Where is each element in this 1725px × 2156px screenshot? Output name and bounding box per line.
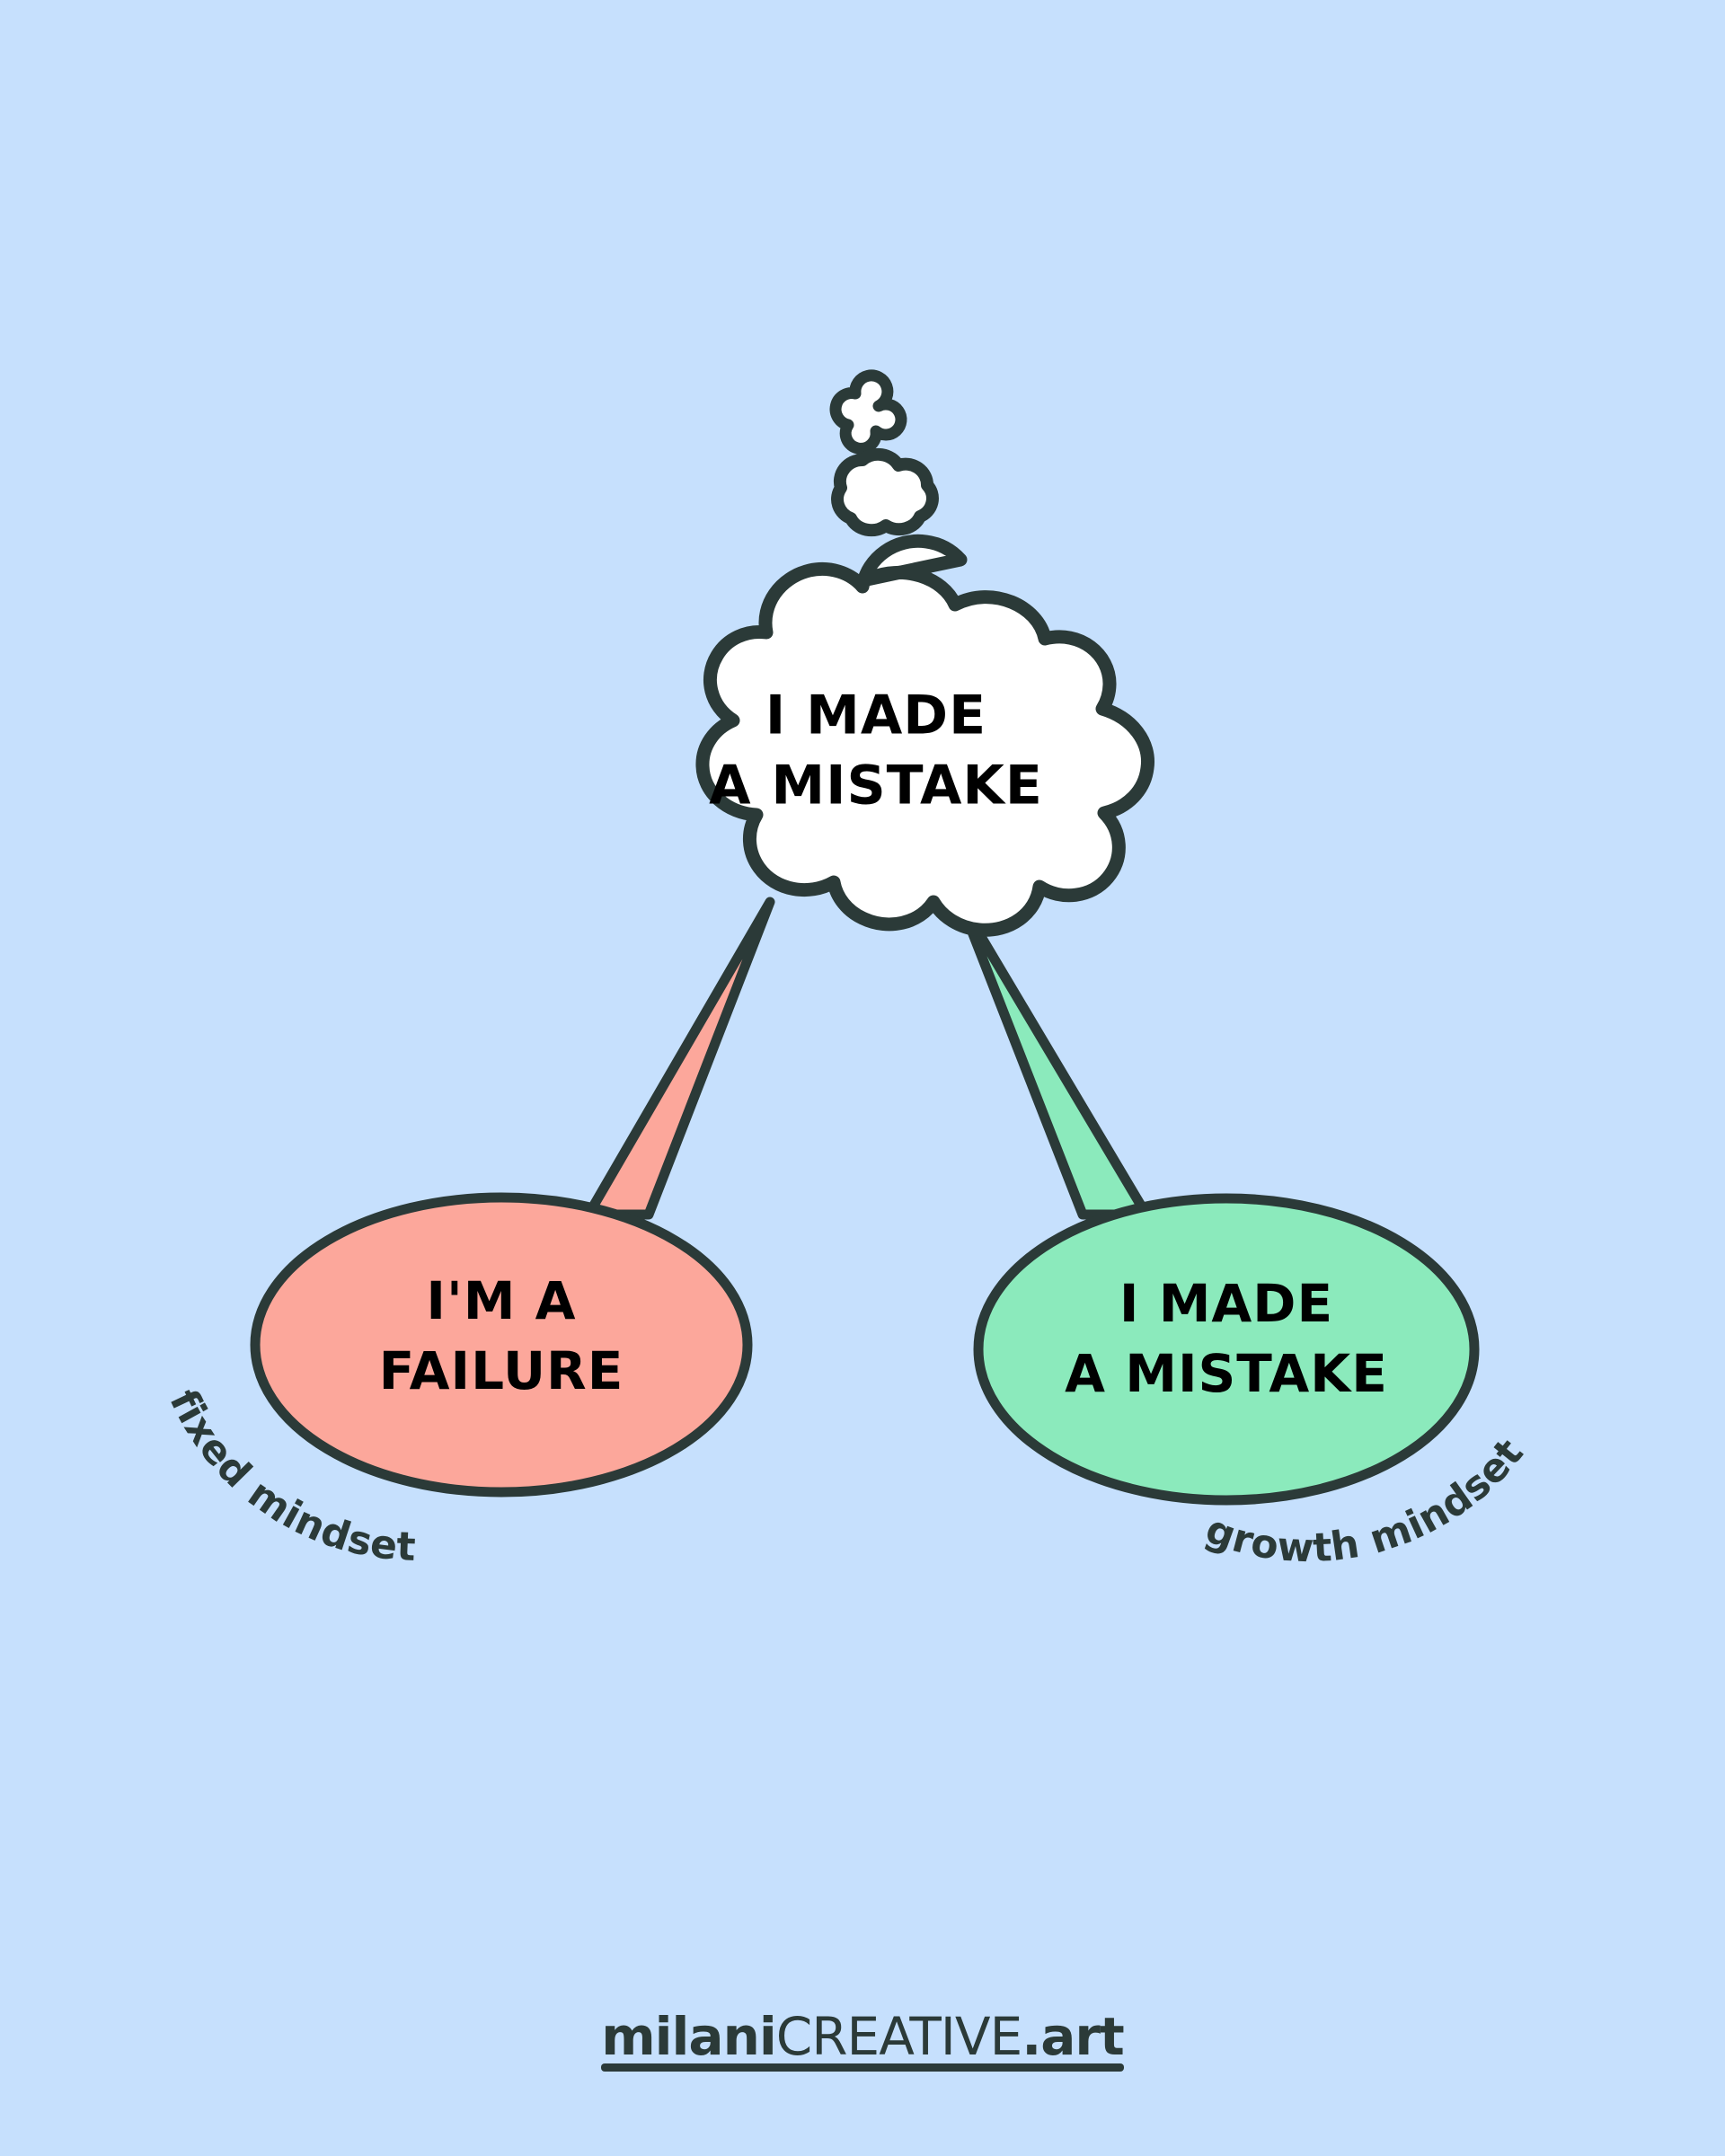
fixed-bubble-line2: FAILURE	[379, 1340, 624, 1401]
brand-logo[interactable]: milaniCREATIVE.art	[601, 2010, 1125, 2072]
footer: milaniCREATIVE.art	[0, 2010, 1725, 2072]
brand-logo-underline	[601, 2063, 1124, 2072]
growth-mindset-bubble: I MADE A MISTAKE	[973, 1193, 1480, 1506]
growth-bubble-tail	[955, 897, 1152, 1220]
growth-bubble-line1: I MADE	[1119, 1273, 1333, 1334]
brand-logo-part2: CREATIVE	[775, 2006, 1022, 2067]
brand-logo-part1: milani	[601, 2006, 777, 2067]
cloud-text-line2: A MISTAKE	[709, 755, 1043, 817]
thought-cloud: I MADE A MISTAKE	[695, 534, 1154, 937]
small-puff	[829, 369, 907, 455]
fixed-bubble-tail	[583, 897, 775, 1220]
fixed-mindset-bubble: I'M A FAILURE	[250, 1192, 753, 1498]
brand-logo-part3: .art	[1022, 2006, 1125, 2067]
medium-puff	[831, 447, 939, 537]
fixed-bubble-shape	[250, 1192, 753, 1498]
fixed-bubble-line1: I'M A	[426, 1270, 576, 1331]
growth-bubble-line2: A MISTAKE	[1065, 1343, 1388, 1404]
growth-bubble-shape	[973, 1193, 1480, 1506]
cloud-text-line1: I MADE	[765, 685, 986, 747]
